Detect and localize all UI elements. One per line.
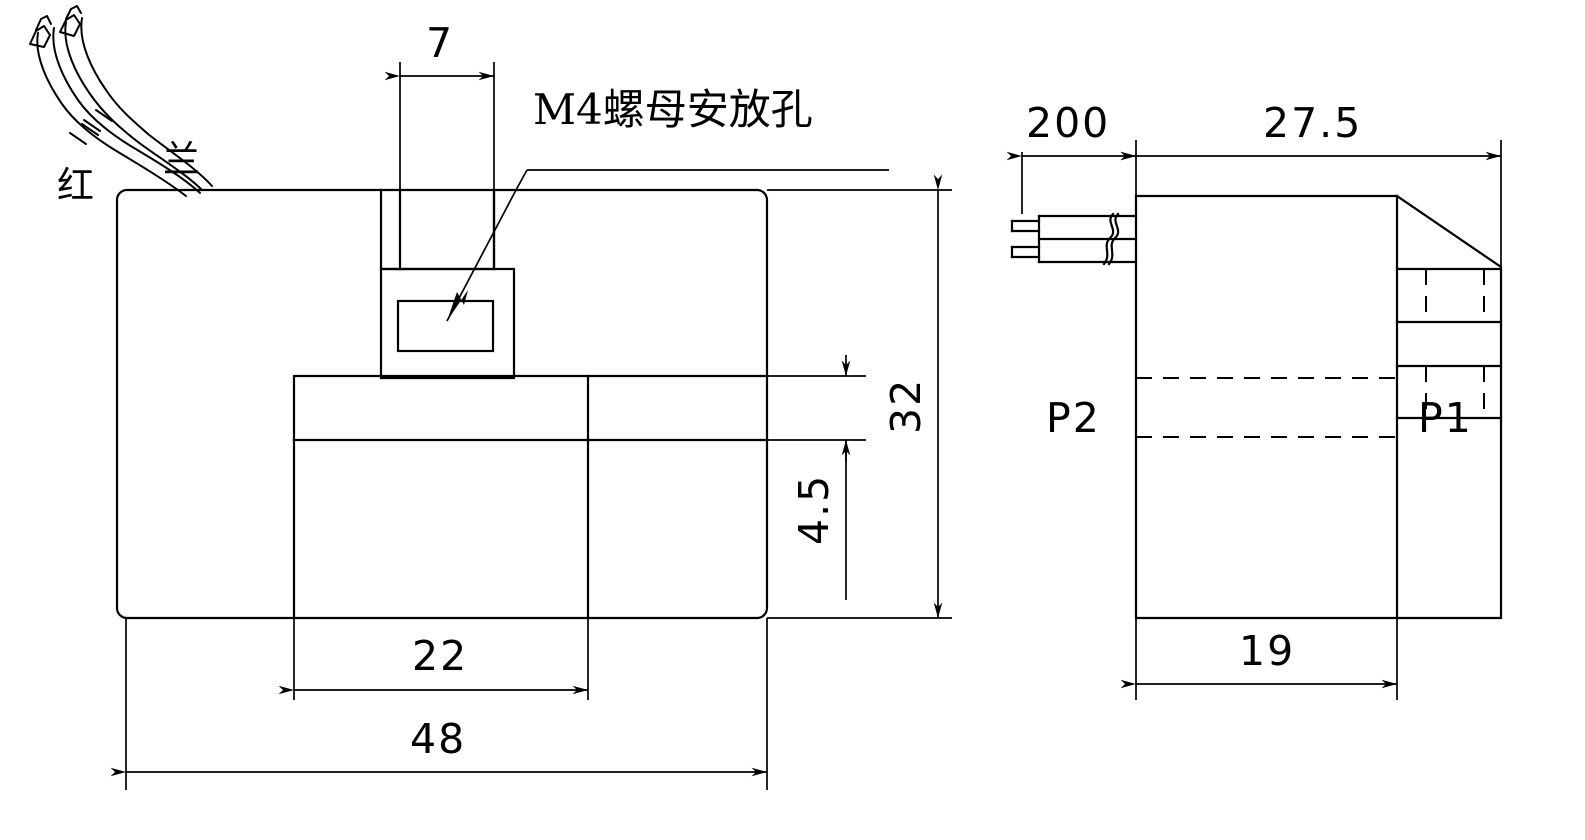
dim-label-4-5: 4.5 <box>790 474 838 545</box>
dim-label-7: 7 <box>426 19 454 67</box>
dim-label-22: 22 <box>412 632 468 680</box>
wire-red-label: 红 <box>57 164 94 207</box>
front-view-geometry: 红 兰 <box>29 5 769 620</box>
m4-note-leader <box>446 169 889 322</box>
side-body-outline <box>1134 194 1503 620</box>
m4-nut-hole-note: M4螺母安放孔 <box>533 85 813 134</box>
dim-body-width-48: 48 <box>110 618 768 790</box>
dim-label-27-5: 27.5 <box>1263 99 1362 147</box>
dim-body-depth-27-5: 27.5 <box>1120 99 1502 267</box>
connector-neck-upper <box>379 188 496 271</box>
dim-flange-width-22: 22 <box>278 618 589 700</box>
side-view-geometry <box>1010 194 1503 620</box>
wire-blue-label: 兰 <box>163 138 200 181</box>
dim-label-32: 32 <box>882 378 930 434</box>
front-body-outline <box>115 188 769 620</box>
dim-slot-width-7: 7 <box>384 19 494 81</box>
dim-label-48: 48 <box>410 715 466 763</box>
dim-label-200: 200 <box>1026 99 1110 147</box>
dim-side-width-19: 19 <box>1120 618 1398 700</box>
dim-lead-length-200: 200 <box>1006 99 1137 214</box>
dim-body-height-32: 32 <box>767 174 952 619</box>
dim-label-19: 19 <box>1239 627 1295 675</box>
m4-nut-hole <box>396 299 495 353</box>
connector-neck-lower <box>379 267 516 380</box>
front-flange-block <box>292 374 590 442</box>
dim-flange-offset-4-5: 4.5 <box>767 355 866 600</box>
side-wire-entry <box>1010 212 1138 266</box>
wire-leads-front <box>29 5 213 197</box>
port-label-p1: P1 <box>1418 394 1473 442</box>
wire-break-symbol <box>1102 212 1115 266</box>
port-label-p2: P2 <box>1046 394 1101 442</box>
